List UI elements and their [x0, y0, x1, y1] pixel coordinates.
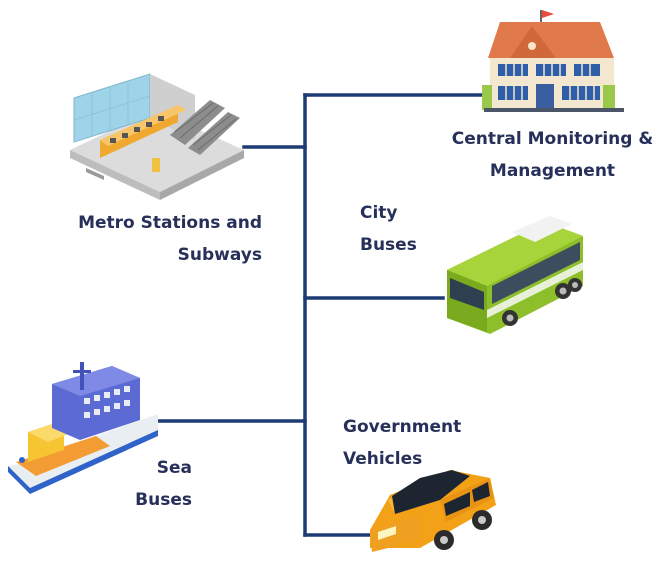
label-metro-line2: Subways — [177, 245, 262, 265]
label-ferry-line2: Buses — [135, 490, 192, 510]
label-ferry: Sea Buses — [110, 452, 192, 516]
label-central-line1: Central Monitoring & — [451, 129, 654, 149]
building-icon — [482, 10, 624, 112]
label-central-line2: Management — [489, 161, 616, 181]
label-ferry-line1: Sea — [156, 458, 192, 478]
label-bus-line2: Buses — [360, 235, 417, 255]
label-bus-line1: City — [360, 203, 398, 223]
label-gov: Government Vehicles — [343, 411, 461, 475]
label-metro-line1: Metro Stations and — [78, 213, 262, 233]
label-metro: Metro Stations and Subways — [70, 207, 262, 271]
label-gov-line2: Vehicles — [343, 449, 423, 469]
label-bus: City Buses — [360, 197, 417, 261]
metro-station-icon — [70, 73, 244, 200]
label-central: Central Monitoring & Management — [449, 123, 656, 187]
connector-lines — [156, 93, 484, 537]
sea-bus-icon — [8, 362, 158, 494]
car-icon — [370, 470, 496, 552]
label-gov-line1: Government — [343, 417, 462, 437]
city-bus-icon — [447, 216, 583, 334]
